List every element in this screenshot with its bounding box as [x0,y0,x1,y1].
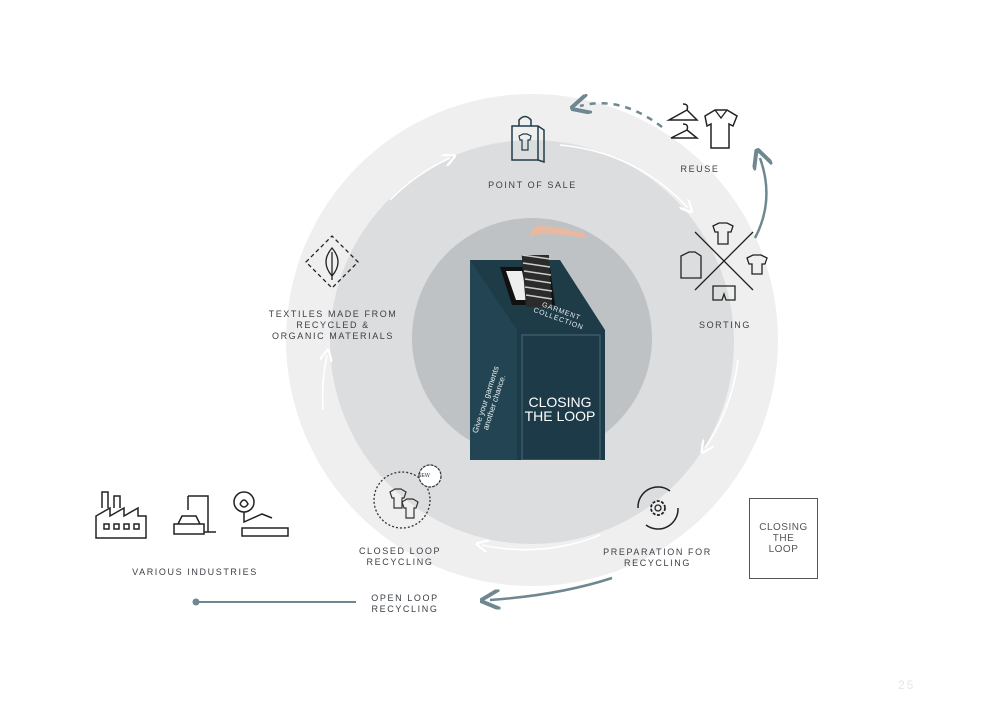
garment-collection-bin [470,255,605,460]
closing-the-loop-logo: CLOSING THE LOOP [749,498,818,579]
sorting-clothes-icon [680,222,768,301]
new-badge: NEW [418,473,430,479]
reuse-arrow [755,158,766,239]
bin-front-title: CLOSING THE LOOP [524,394,596,424]
label-closed-loop-recycling: CLOSED LOOP RECYCLING [358,546,442,567]
hand-image [529,225,585,238]
open-loop-dot [192,598,200,606]
label-textiles: TEXTILES MADE FROM RECYCLED & ORGANIC MA… [268,309,398,341]
open-loop-arrow [490,576,613,600]
label-various-industries: VARIOUS INDUSTRIES [132,567,258,577]
logo-text: CLOSING THE LOOP [759,522,808,555]
cycle-arrows [323,144,739,550]
closed-loop-recycling-icon [373,464,442,529]
label-reuse: REUSE [680,164,720,174]
label-open-loop-recycling: OPEN LOOP RECYCLING [371,593,439,614]
leaf-textile-icon [305,235,359,289]
hanger-shirt-icon [666,103,738,149]
label-sorting: SORTING [698,320,752,330]
industries-icons [95,491,289,539]
label-point-of-sale: POINT OF SALE [488,180,577,190]
page-number: 25 [898,678,916,692]
shopping-bag-icon [511,115,545,164]
recycle-gear-icon [637,486,679,530]
label-preparation-for-recycling: PREPARATION FOR RECYCLING [603,547,712,568]
